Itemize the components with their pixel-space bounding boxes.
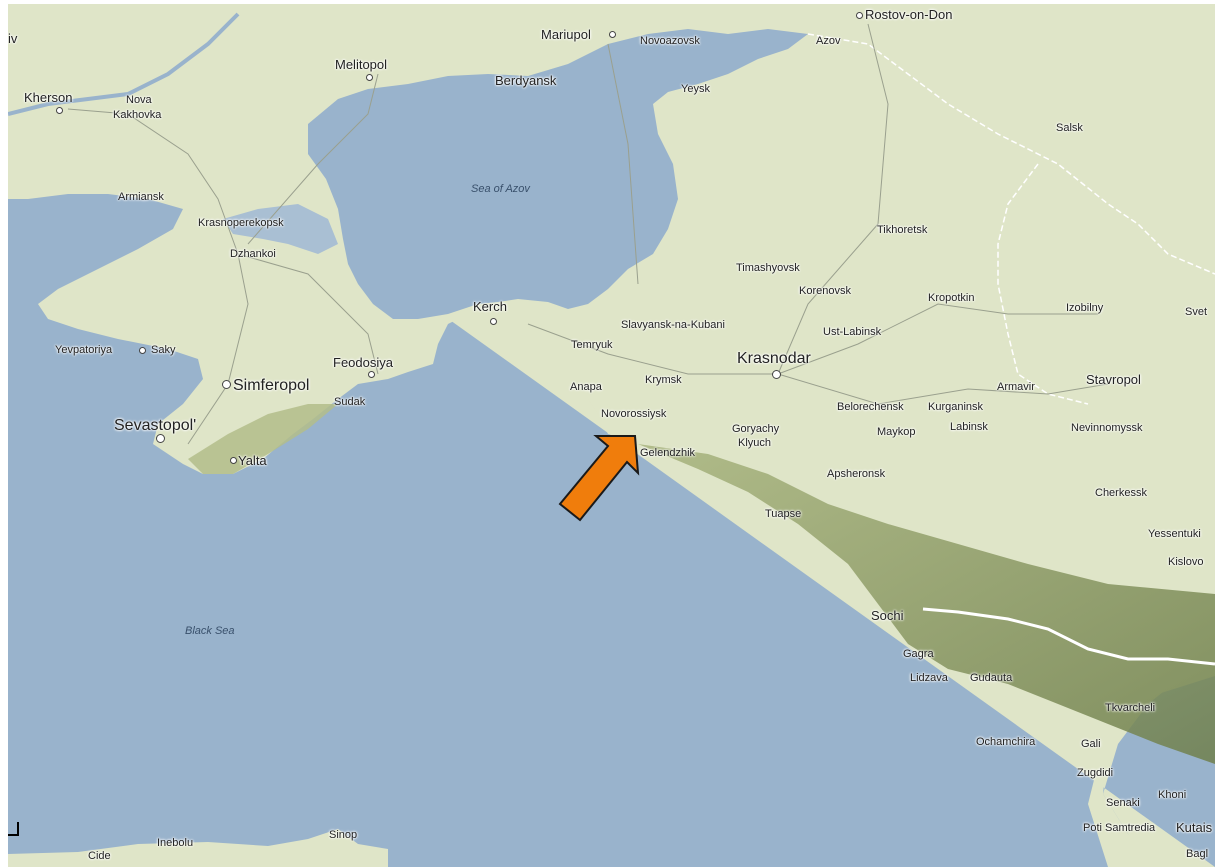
melitopol-dot [366, 74, 373, 81]
gudauta-label: Gudauta [970, 672, 1013, 684]
yeysk-label: Yeysk [681, 83, 710, 95]
simferopol-dot [222, 380, 231, 389]
cherkessk-label: Cherkessk [1095, 487, 1147, 499]
sochi-label: Sochi [871, 608, 904, 623]
svet-label: Svet [1185, 306, 1208, 318]
roads [67, 23, 1109, 445]
yevpatoriya-label: Yevpatoriya [55, 344, 113, 356]
sevastopol-label: Sevastopol' [114, 417, 197, 434]
black-sea-label: Black Sea [185, 625, 235, 637]
dzhankoi-label: Dzhankoi [230, 248, 276, 260]
gagra-label: Gagra [903, 648, 934, 660]
kurganinsk-label: Kurganinsk [928, 401, 984, 413]
mariupol-dot [609, 31, 616, 38]
kislovo-label: Kislovo [1168, 556, 1204, 568]
novoazovsk-label: Novoazovsk [640, 35, 700, 47]
krasnoperekopsk-label: Krasnoperekopsk [198, 217, 284, 229]
kropotkin-label: Kropotkin [928, 292, 975, 304]
map-view[interactable]: Sea of Azov Black Sea Rostov-on-Don Azov… [8, 4, 1215, 867]
nova-kakhovka-label-2: Kakhovka [113, 109, 162, 121]
labinsk-label: Labinsk [950, 421, 988, 433]
corner-marker [8, 822, 19, 836]
yessentuki-label: Yessentuki [1148, 528, 1201, 540]
melitopol-label: Melitopol [335, 57, 388, 72]
maykop-label: Maykop [877, 426, 916, 438]
feodosiya-label: Feodosiya [333, 355, 393, 370]
ust-labinsk-label: Ust-Labinsk [823, 326, 882, 338]
lidzava-label: Lidzava [910, 672, 948, 684]
azov-label: Azov [816, 35, 841, 47]
tkvarcheli-label: Tkvarcheli [1105, 702, 1156, 714]
apsheronsk-label: Apsheronsk [827, 468, 886, 480]
sivash [223, 204, 338, 254]
border-north [807, 33, 1215, 275]
border-east [997, 163, 1089, 405]
krasnodar-dot [772, 370, 781, 379]
rostov-dot [856, 12, 863, 19]
poti-label: Poti [1083, 822, 1102, 834]
sinop-label: Sinop [329, 829, 358, 841]
anapa-label: Anapa [570, 381, 602, 393]
tikhoretsk-label: Tikhoretsk [877, 224, 928, 236]
samtredia-label: Samtredia [1105, 822, 1156, 834]
orange-arrow-icon [558, 435, 640, 522]
yevpatoriya-dot [139, 347, 146, 354]
kutais-label: Kutais [1176, 820, 1213, 835]
slavyansk-label: Slavyansk-na-Kubani [621, 319, 725, 331]
iv-label: iv [8, 31, 18, 46]
tuapse-label: Tuapse [765, 508, 802, 520]
caucasus [638, 444, 1215, 764]
korenovsk-label: Korenovsk [799, 285, 851, 297]
sea-of-azov-label: Sea of Azov [471, 183, 530, 195]
gelendzhik-label: Gelendzhik [640, 447, 696, 459]
krymsk-label: Krymsk [645, 374, 682, 386]
ochamchira-label: Ochamchira [976, 736, 1036, 748]
nevinnomyssk-label: Nevinnomyssk [1071, 422, 1143, 434]
armavir-label: Armavir [997, 381, 1035, 393]
mariupol-label: Mariupol [541, 27, 591, 42]
goryachy-label-1: Goryachy [732, 423, 780, 435]
zugdidi-label: Zugdidi [1077, 767, 1114, 779]
feodosiya-dot [368, 371, 375, 378]
simferopol-label: Simferopol [233, 377, 310, 394]
border-russia-georgia [922, 607, 1215, 666]
krasnodar-label: Krasnodar [737, 350, 811, 367]
izobilny-label: Izobilny [1066, 302, 1104, 314]
novorossiysk-label: Novorossiysk [601, 408, 667, 420]
dnieper [8, 12, 240, 116]
sevastopol-dot [156, 434, 165, 443]
kherson-dot [56, 107, 63, 114]
kherson-label: Kherson [24, 90, 73, 105]
gali-label: Gali [1081, 738, 1101, 750]
crimea-mountains [188, 404, 338, 474]
bagl-label: Bagl [1186, 848, 1209, 860]
temryuk-label: Temryuk [571, 339, 613, 351]
armiansk-label: Armiansk [118, 191, 164, 203]
yalta-dot [230, 457, 237, 464]
land-turkey [8, 829, 388, 867]
sea-of-azov [308, 29, 808, 319]
goryachy-label-2: Klyuch [738, 437, 772, 449]
nova-kakhovka-label-1: Nova [126, 94, 152, 106]
belorechensk-label: Belorechensk [837, 401, 904, 413]
senaki-label: Senaki [1106, 797, 1140, 809]
cide-label: Cide [88, 850, 111, 862]
yalta-label: Yalta [238, 453, 267, 468]
kerch-label: Kerch [473, 299, 507, 314]
berdyansk-label: Berdyansk [495, 73, 557, 88]
inebolu-label: Inebolu [157, 837, 194, 849]
kerch-dot [490, 318, 497, 325]
sudak-label: Sudak [334, 396, 366, 408]
stavropol-label: Stavropol [1086, 372, 1141, 387]
saky-label: Saky [151, 344, 176, 356]
timashyovsk-label: Timashyovsk [736, 262, 800, 274]
khoni-label: Khoni [1158, 789, 1187, 801]
salsk-label: Salsk [1056, 122, 1083, 134]
map-background [8, 4, 1215, 867]
rostov-label: Rostov-on-Don [865, 7, 953, 22]
